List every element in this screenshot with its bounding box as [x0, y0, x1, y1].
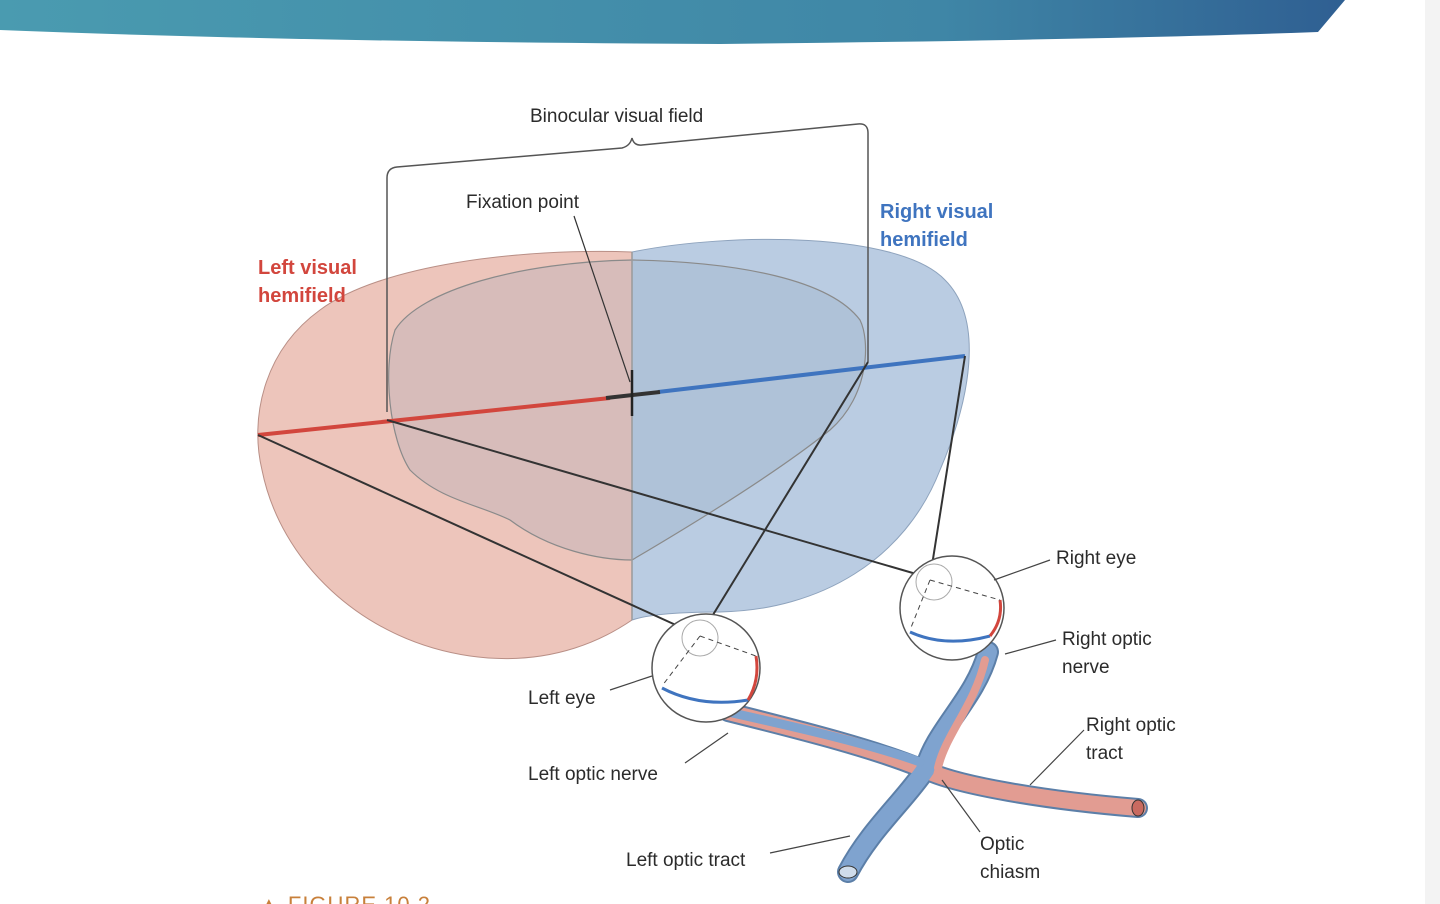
- left-eye-label: Left eye: [528, 688, 596, 709]
- fixation-point-label: Fixation point: [466, 192, 580, 213]
- label-leaders: [609, 559, 1085, 854]
- binocular-visual-field: [388, 259, 867, 561]
- left-visual-hemifield-label-1: Left visual: [258, 257, 357, 279]
- projection-lines: [257, 355, 966, 637]
- left-visual-hemifield: [257, 250, 633, 660]
- right-visual-hemifield-label-2: hemifield: [880, 229, 968, 251]
- right-optic-nerve-label-1: Right optic: [1062, 629, 1152, 650]
- left-tract-end: [838, 865, 858, 879]
- binocular-bracket: [386, 123, 869, 412]
- left-optic-tract-label: Left optic tract: [626, 850, 746, 871]
- right-page-edge: [1425, 0, 1440, 904]
- right-optic-tract-label-2: tract: [1086, 743, 1124, 764]
- right-meridian-line: [657, 354, 966, 394]
- left-eye: [651, 613, 761, 723]
- binocular-visual-field-label: Binocular visual field: [530, 106, 703, 127]
- optic-chiasm-label-2: chiasm: [980, 862, 1040, 883]
- optic-pathway: [718, 641, 1148, 883]
- right-optic-tract-label-1: Right optic: [1086, 715, 1176, 736]
- right-optic-nerve-label-2: nerve: [1062, 657, 1110, 678]
- fixation-leader: [573, 215, 631, 383]
- right-tract-end: [1131, 799, 1145, 817]
- header-band: [0, 0, 1345, 44]
- left-optic-nerve-label: Left optic nerve: [528, 764, 658, 785]
- right-eye: [899, 555, 1005, 661]
- right-visual-hemifield: [631, 238, 970, 621]
- right-visual-hemifield-label-1: Right visual: [880, 201, 993, 223]
- optic-chiasm-label-1: Optic: [980, 834, 1024, 855]
- left-visual-hemifield-label-2: hemifield: [258, 285, 346, 307]
- right-eye-label: Right eye: [1056, 548, 1136, 569]
- figure-caption-fragment: ▲ FIGURE 10.2: [258, 892, 431, 904]
- left-meridian-line: [257, 396, 611, 437]
